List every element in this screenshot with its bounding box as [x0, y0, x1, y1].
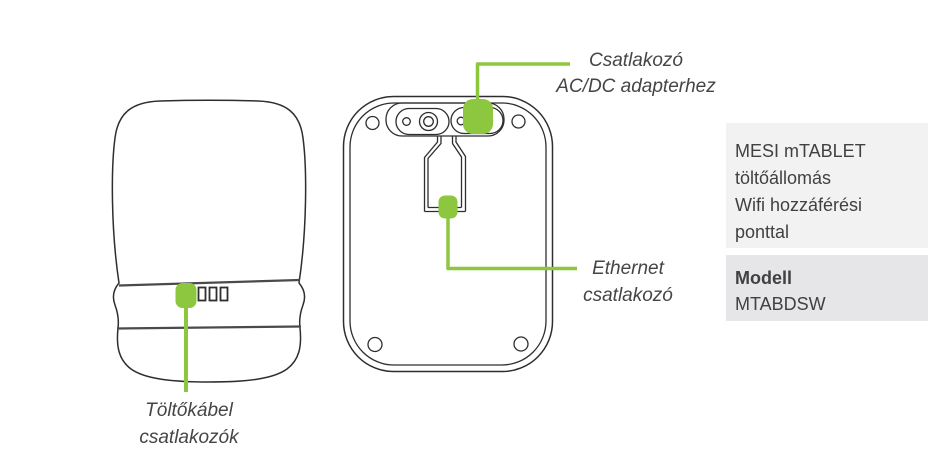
charging-station-back-view — [342, 95, 554, 373]
product-name-line1: MESI mTABLET — [735, 141, 866, 161]
left-recess-pin-hole — [402, 117, 411, 126]
ethernet-callout-line — [446, 216, 577, 271]
left-recess-jack-inner — [423, 116, 434, 127]
ethernet-connector-marker — [438, 195, 458, 219]
callout-charging-line2: csatlakozók — [139, 427, 239, 448]
charging-station-front-view — [111, 99, 307, 383]
front-view-outline — [111, 99, 307, 383]
acdc-connector-marker — [463, 99, 493, 134]
callout-acdc-adapter-label: Csatlakozó AC/DC adapterhez — [500, 48, 772, 100]
charging-slot-3 — [219, 286, 229, 302]
product-name-line3: Wifi hozzáférési — [735, 195, 863, 215]
left-recess-jack-outer — [418, 111, 439, 132]
charging-slot-2 — [208, 286, 218, 302]
charging-slot-1 — [197, 286, 207, 302]
product-name-line2: töltőállomás — [735, 168, 832, 188]
product-description-box: MESI mTABLET töltőállomás Wifi hozzáféré… — [726, 123, 928, 248]
back-view-outer-outline — [342, 95, 554, 373]
foot-bottom-right — [513, 336, 529, 352]
model-label: Modell — [735, 268, 792, 288]
front-band-lower-line — [116, 325, 302, 330]
acdc-callout-line — [475, 62, 570, 100]
front-band-upper-line — [118, 278, 301, 287]
callout-ethernet-line2: csatlakozó — [583, 285, 673, 306]
model-value: MTABDSW — [735, 294, 826, 314]
foot-top-right — [511, 114, 526, 129]
charging-cable-connector-marker — [175, 283, 197, 308]
callout-ethernet-label: Ethernet csatlakozó — [537, 255, 719, 309]
foot-bottom-left — [367, 336, 383, 353]
connector-housing — [385, 102, 505, 137]
left-connector-recess — [395, 107, 450, 136]
callout-ethernet-line1: Ethernet — [592, 258, 664, 279]
callout-acdc-line2: AC/DC adapterhez — [556, 76, 716, 97]
callout-acdc-line1: Csatlakozó — [589, 50, 683, 71]
model-box: Modell MTABDSW — [726, 255, 928, 321]
callout-graphics — [175, 62, 577, 392]
callout-charging-line1: Töltőkábel — [145, 400, 233, 421]
product-name-line4: ponttal — [735, 222, 790, 242]
foot-top-left — [365, 115, 380, 131]
callout-charging-cable-label: Töltőkábel csatlakozók — [89, 397, 289, 451]
